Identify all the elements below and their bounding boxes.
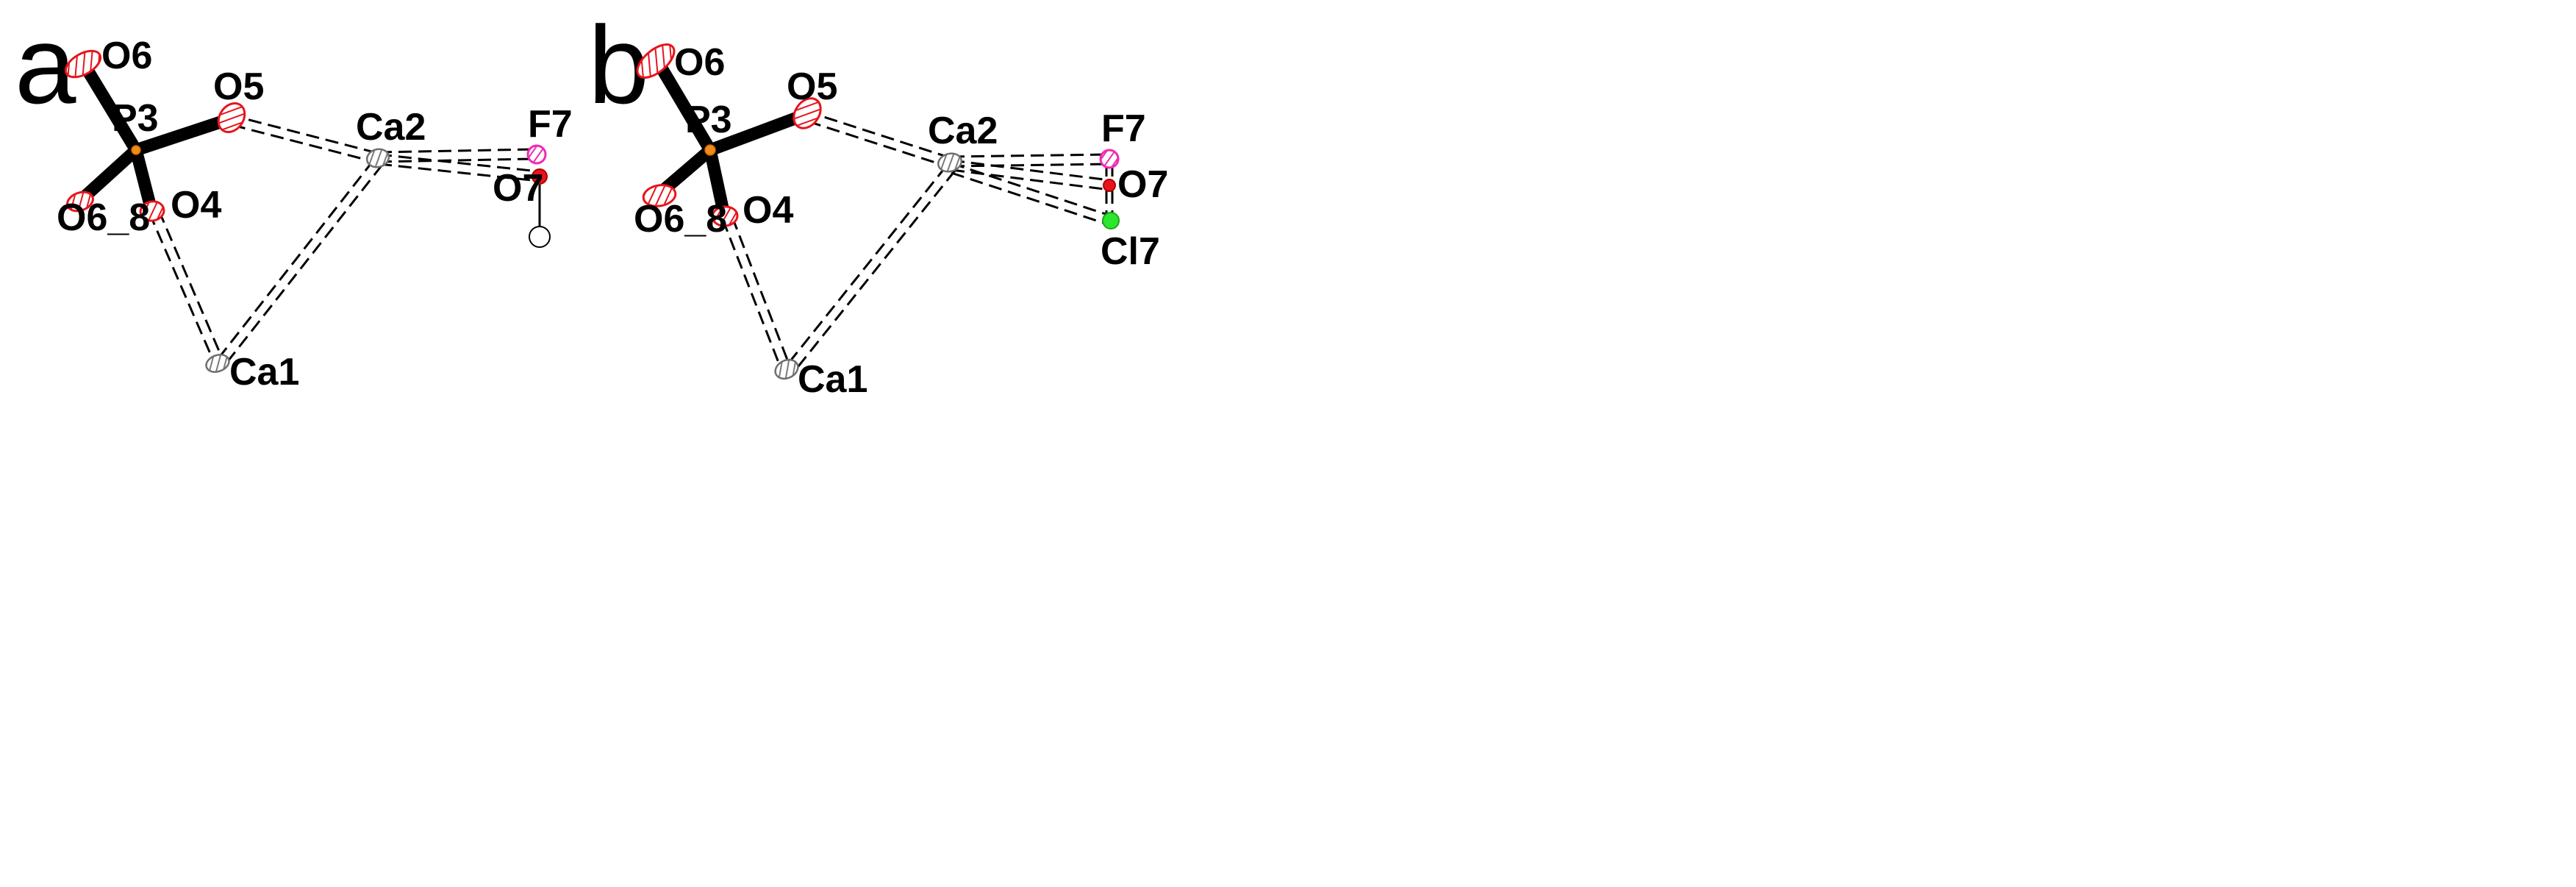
atom-cl7 — [1102, 212, 1120, 229]
atom-ca2 — [937, 152, 963, 173]
atom-o6_8 — [642, 184, 677, 207]
panel-a-contact-bonds — [148, 113, 539, 368]
label-p3: P3 — [685, 99, 732, 141]
label-ca1: Ca1 — [798, 358, 867, 401]
label-p3: P3 — [112, 97, 159, 140]
bond-ca2-o7 — [378, 153, 539, 182]
atom-ca1 — [205, 354, 230, 373]
panel-b-labels: O6 P3 O5 Ca2 F7 O7 Cl7 O6_8 O4 Ca1 — [634, 41, 1168, 401]
bond-p3-o5 — [129, 113, 236, 157]
label-o4: O4 — [171, 184, 221, 227]
bond-ca2-o7 — [951, 159, 1110, 191]
bond-o7-cl7 — [1105, 190, 1114, 214]
atom-h — [529, 226, 551, 248]
atom-o6 — [636, 43, 676, 79]
label-o7: O7 — [493, 167, 543, 210]
label-ca2: Ca2 — [928, 110, 998, 152]
bond-o5-ca2 — [805, 110, 950, 168]
label-ca1: Ca1 — [229, 351, 299, 393]
panel-a-po-bonds — [74, 61, 541, 232]
atom-o4 — [711, 205, 739, 227]
label-o5: O5 — [787, 65, 837, 108]
bond-o4-ca1 — [148, 210, 224, 361]
label-o7: O7 — [1117, 163, 1168, 206]
bond-ca2-f7 — [378, 148, 534, 163]
panel-a-atoms — [64, 49, 551, 373]
atom-o5 — [217, 102, 246, 133]
label-ca2: Ca2 — [356, 106, 426, 149]
panel-a-labels: O6 P3 O5 Ca2 F7 O7 O6_8 O4 Ca1 — [57, 35, 573, 393]
bond-p3-o5 — [704, 108, 812, 157]
bond-p3-o6 — [79, 61, 143, 157]
label-f7: F7 — [528, 103, 573, 146]
label-o6: O6 — [674, 41, 725, 84]
atom-o7 — [1103, 179, 1116, 192]
atom-ca1 — [774, 358, 799, 380]
bond-p3-o4 — [704, 143, 731, 221]
atom-o7 — [532, 168, 548, 185]
atom-o5 — [793, 97, 822, 129]
bond-p3-o6_8 — [74, 143, 143, 207]
label-o5: O5 — [213, 65, 264, 108]
label-o6_8: O6_8 — [57, 196, 150, 239]
panel-a-letter: a — [15, 3, 76, 127]
label-o6_8: O6_8 — [634, 198, 727, 241]
bond-ca2-ca1 — [782, 165, 956, 374]
atom-o6 — [64, 49, 102, 79]
bond-p3-o6 — [652, 57, 717, 157]
bond-ca2-cl7 — [951, 162, 1111, 227]
atom-o6_8 — [66, 190, 94, 213]
panel-b-contact-bonds — [721, 110, 1114, 374]
label-o4: O4 — [743, 189, 793, 232]
bond-o5-ca2 — [229, 113, 378, 164]
atom-o4 — [139, 200, 165, 222]
atom-ca2 — [365, 148, 390, 168]
atom-p3 — [704, 144, 716, 156]
label-f7: F7 — [1101, 107, 1146, 150]
atom-f7 — [1099, 149, 1120, 169]
atom-p3 — [131, 145, 141, 155]
bond-p3-o4 — [129, 143, 158, 217]
label-o6: O6 — [101, 35, 152, 77]
panel-b: b — [588, 3, 1168, 401]
bond-ca2-ca1 — [212, 160, 384, 368]
atom-f7 — [526, 144, 547, 165]
label-cl7: Cl7 — [1101, 230, 1160, 273]
panel-a: a — [15, 3, 573, 393]
bond-ca2-f7 — [951, 153, 1108, 168]
bond-o4-ca1 — [721, 216, 791, 367]
panel-b-atoms — [636, 43, 1120, 380]
